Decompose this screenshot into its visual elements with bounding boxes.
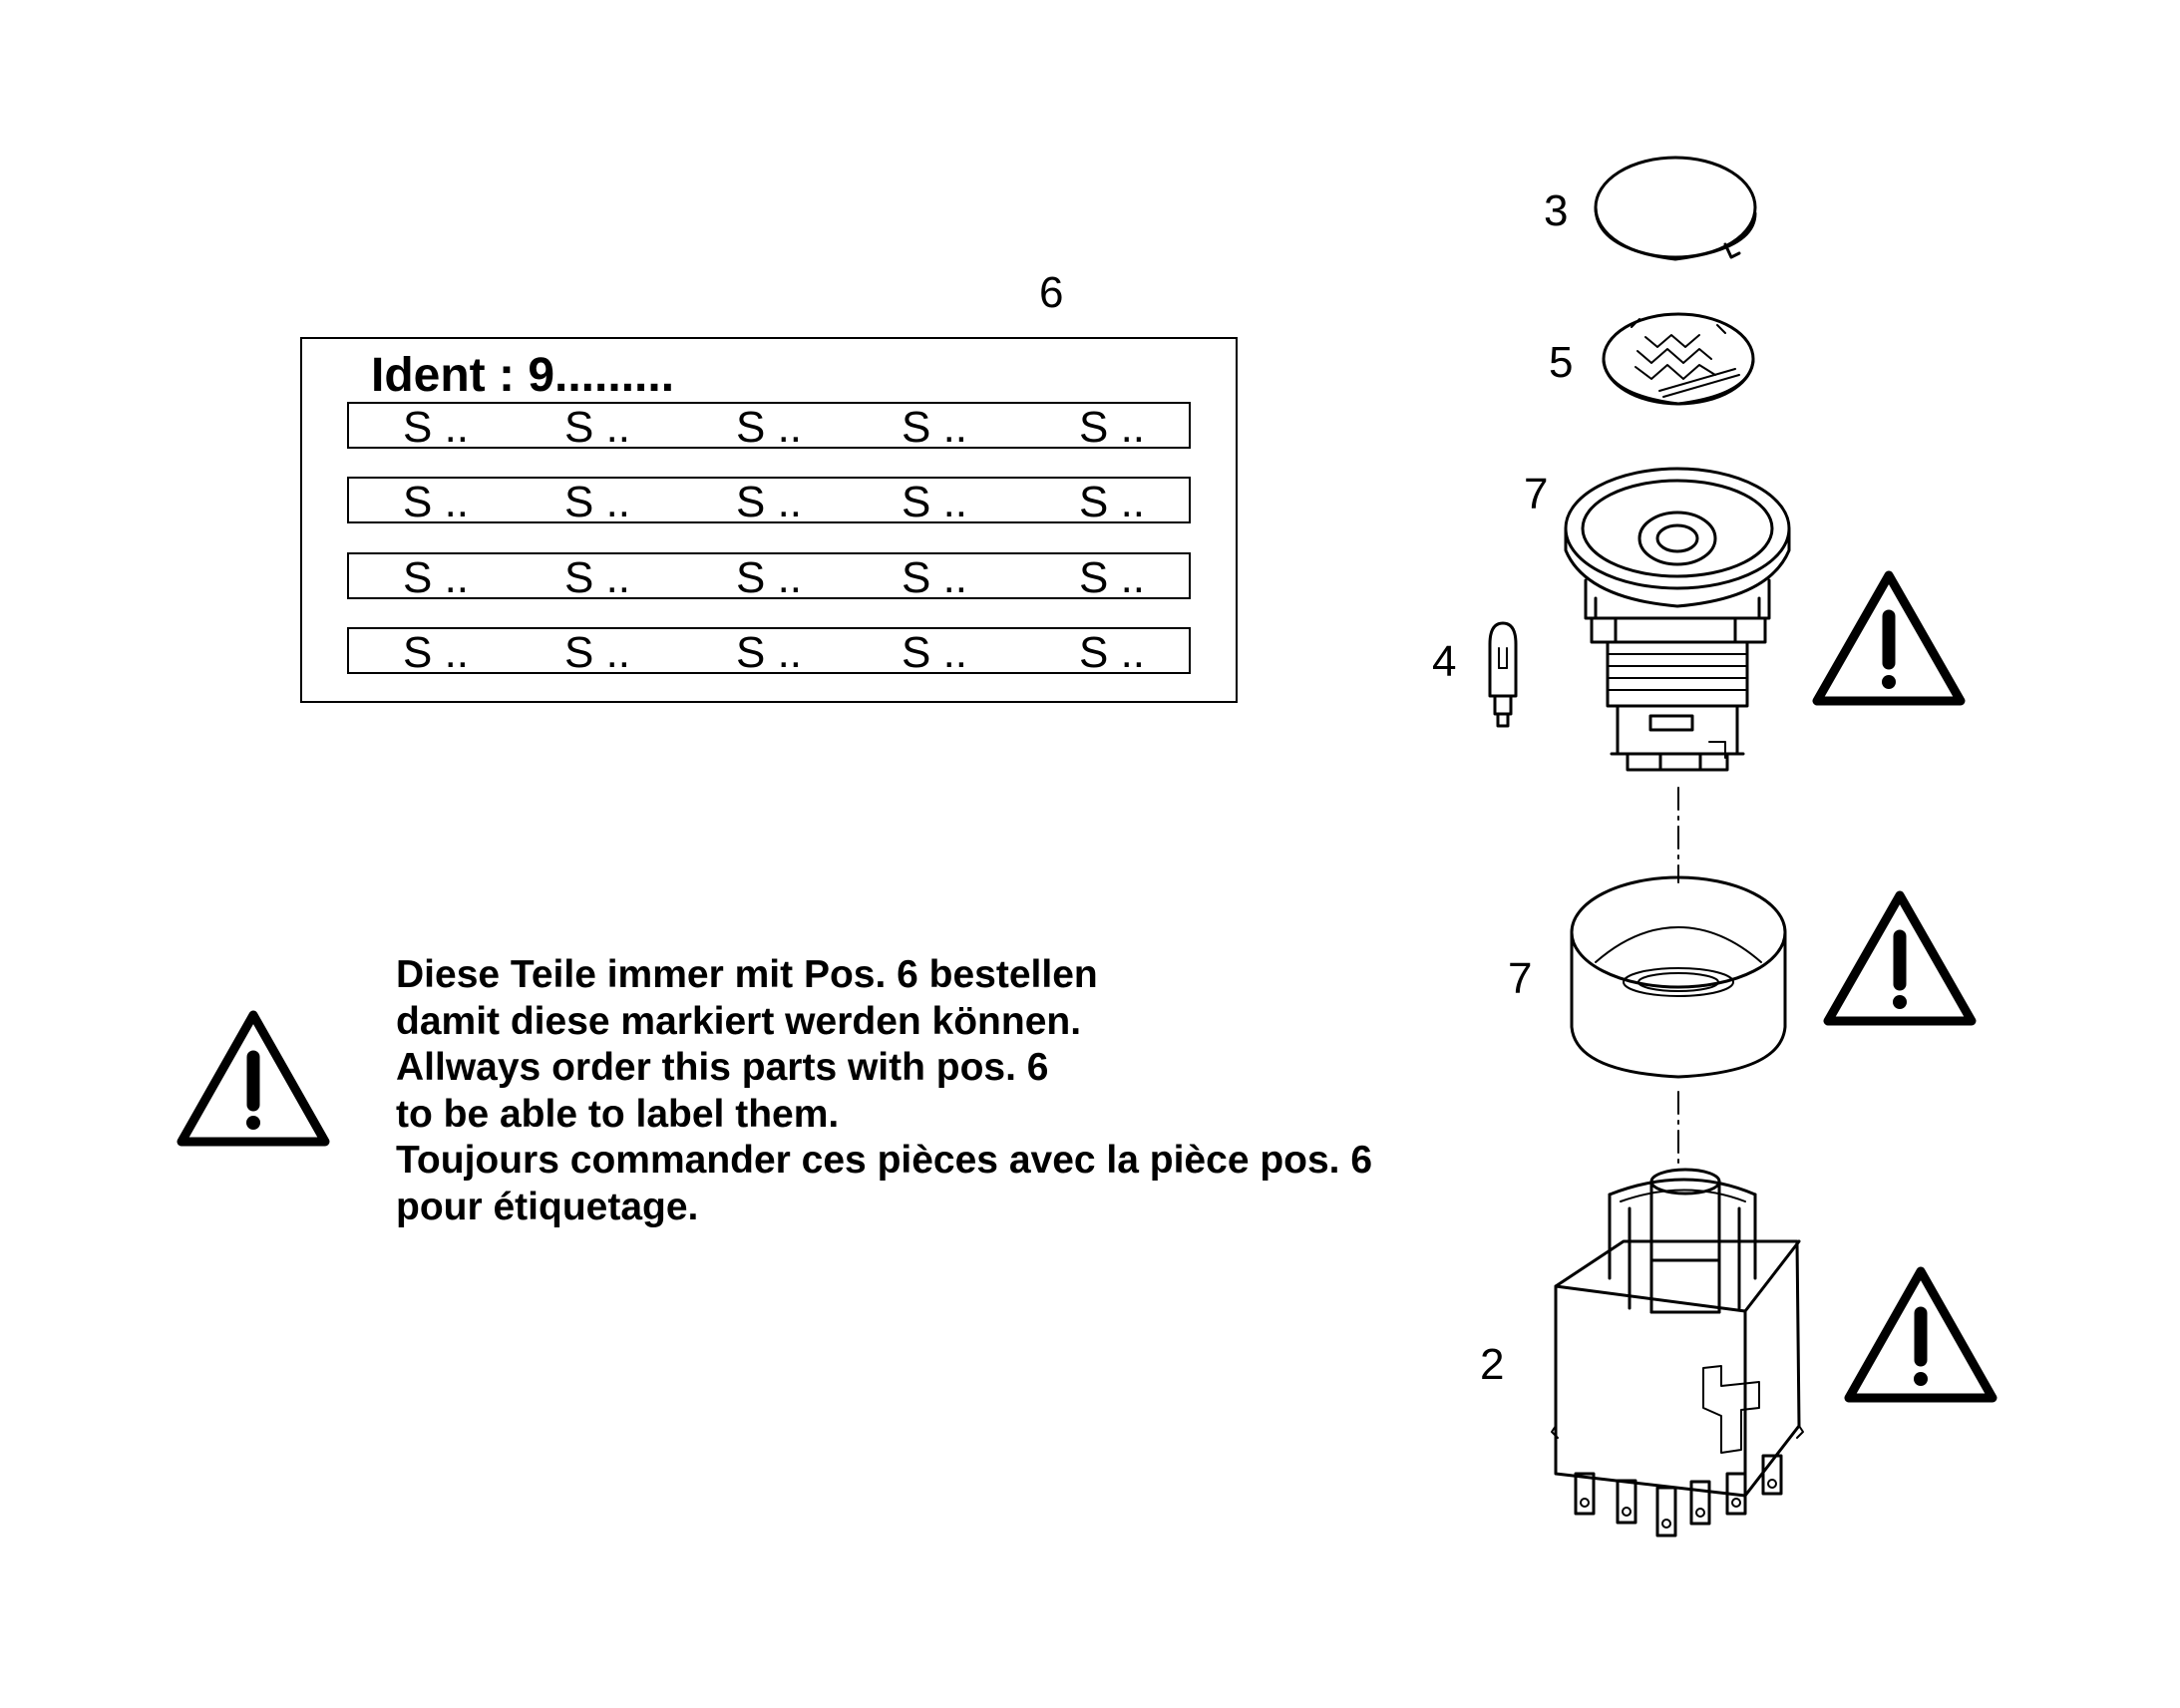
- ident-label: Ident : 9.........: [371, 349, 675, 402]
- label-cell: S ..: [564, 478, 631, 526]
- label-cell: S ..: [1079, 478, 1146, 526]
- part-label-bezel: 7: [1524, 470, 1549, 518]
- warning-triangle-icon: [1812, 570, 1966, 706]
- label-cell: S ..: [403, 403, 470, 452]
- label-cell: S ..: [403, 553, 470, 602]
- note-line: damit diese markiert werden können.: [396, 999, 1082, 1043]
- note-line: Diese Teile immer mit Pos. 6 bestellen: [396, 953, 1098, 996]
- part-label-lamp: 4: [1432, 637, 1457, 686]
- label-cell: S ..: [902, 403, 968, 452]
- label-cell: S ..: [1079, 553, 1146, 602]
- label-cell: S ..: [902, 628, 968, 677]
- warning-triangle-icon: [1844, 1266, 1998, 1403]
- part-label-cap: 3: [1544, 186, 1569, 235]
- label-cell: S ..: [736, 628, 803, 677]
- label-cell: S ..: [564, 403, 631, 452]
- insert-part: [1602, 312, 1755, 406]
- label-cell: S ..: [403, 478, 470, 526]
- label-cell: S ..: [902, 478, 968, 526]
- note-line: Allways order this parts with pos. 6: [396, 1046, 1049, 1089]
- label-cell: S ..: [736, 403, 803, 452]
- cap-part: [1594, 156, 1757, 261]
- label-cell: S ..: [1079, 403, 1146, 452]
- ring-part: [1570, 875, 1787, 1079]
- part-label-ring: 7: [1508, 954, 1533, 1003]
- label-sheet-position: 6: [1039, 268, 1064, 317]
- part-label-insert: 5: [1549, 338, 1574, 387]
- part-label-switch-block: 2: [1480, 1340, 1505, 1389]
- warning-triangle-icon: [177, 1010, 330, 1147]
- label-row: S .. S .. S .. S .. S ..: [347, 552, 1191, 602]
- label-row: S .. S .. S .. S .. S ..: [347, 402, 1191, 452]
- label-sheet: [300, 337, 1238, 703]
- ordering-note: Diese Teile immer mit Pos. 6 bestellen d…: [396, 952, 1372, 1230]
- label-cell: S ..: [736, 553, 803, 602]
- switch-block-part: [1551, 1168, 1804, 1537]
- note-line: pour étiquetage.: [396, 1185, 699, 1228]
- label-cell: S ..: [902, 553, 968, 602]
- warning-triangle-icon: [1823, 890, 1977, 1026]
- bezel-part: [1564, 467, 1791, 772]
- label-row: S .. S .. S .. S .. S ..: [347, 627, 1191, 677]
- lamp-part: [1488, 621, 1518, 728]
- label-cell: S ..: [564, 553, 631, 602]
- label-cell: S ..: [403, 628, 470, 677]
- label-cell: S ..: [1079, 628, 1146, 677]
- label-row: S .. S .. S .. S .. S ..: [347, 477, 1191, 526]
- label-cell: S ..: [564, 628, 631, 677]
- label-cell: S ..: [736, 478, 803, 526]
- note-line: Toujours commander ces pièces avec la pi…: [396, 1139, 1373, 1182]
- note-line: to be able to label them.: [396, 1092, 840, 1136]
